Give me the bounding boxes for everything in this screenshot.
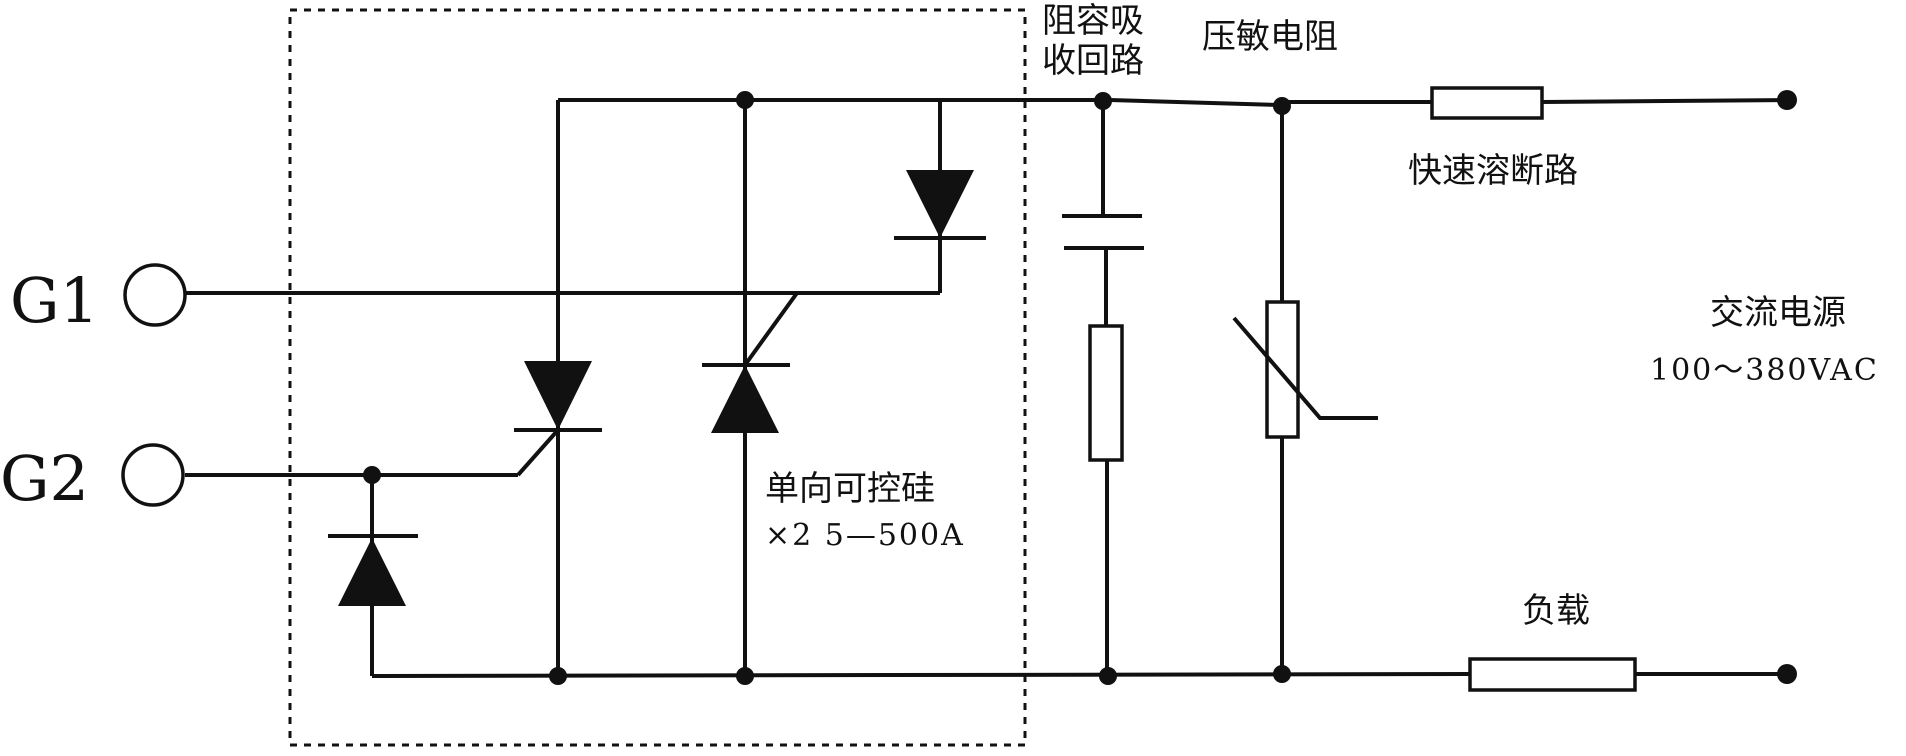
ac-source-label-line1: 交流电源: [1710, 293, 1846, 333]
thyristor-1: [514, 361, 602, 432]
junction-dot: [549, 667, 567, 685]
ac-terminal-bottom: [1777, 664, 1797, 684]
ac-source-label-line2: 100～380VAC: [1650, 353, 1879, 388]
top-rail-wire-right: [1109, 98, 1281, 107]
junction-dot: [1099, 667, 1117, 685]
junction-dot: [1094, 92, 1112, 110]
junction-dot: [736, 91, 754, 109]
varistor-slash: [1232, 316, 1378, 420]
g2-diode-triangle: [338, 538, 406, 606]
bottom-rail-wire: [371, 672, 1471, 678]
g2-label: G2: [0, 442, 89, 515]
junction-dot: [1273, 665, 1291, 683]
scr2-gate-lead: [743, 291, 799, 367]
g2-diode: [328, 534, 418, 606]
thyristor-label-line2: ×2 5—500A: [765, 518, 965, 553]
snubber-label-line1: 阻容吸: [1042, 1, 1144, 41]
ac-terminal-top: [1777, 90, 1797, 110]
thyristor-1-triangle: [524, 361, 592, 430]
snubber-label-line2: 收回路: [1042, 41, 1144, 81]
snubber-capacitor: [1062, 214, 1144, 250]
junction-dot: [363, 466, 381, 484]
varistor-label: 压敏电阻: [1202, 17, 1338, 57]
g1-terminal: [123, 263, 187, 327]
junctions: [363, 91, 1291, 685]
load-label: 负载: [1522, 591, 1590, 631]
junction-dot: [736, 667, 754, 685]
junction-dot: [1273, 97, 1291, 115]
fuse-to-terminal-wire: [1541, 98, 1788, 104]
thyristor-label-line1: 单向可控硅: [765, 469, 935, 509]
snubber-resistor: [1088, 324, 1124, 462]
g2-terminal: [121, 443, 185, 507]
fuse-label: 快速溶断路: [1408, 151, 1578, 191]
g1-diode: [894, 170, 986, 240]
fast-fuse: [1430, 86, 1544, 120]
g1-label: G1: [10, 264, 99, 337]
thyristor-2: [702, 363, 790, 433]
varistor: [1232, 300, 1378, 439]
varistor-body: [1265, 300, 1300, 439]
load-resistor: [1468, 657, 1637, 692]
thyristor-module-boundary: [288, 8, 1027, 747]
thyristor-2-triangle: [711, 365, 779, 433]
g1-diode-triangle: [906, 170, 974, 238]
scr1-gate-lead: [516, 428, 560, 477]
